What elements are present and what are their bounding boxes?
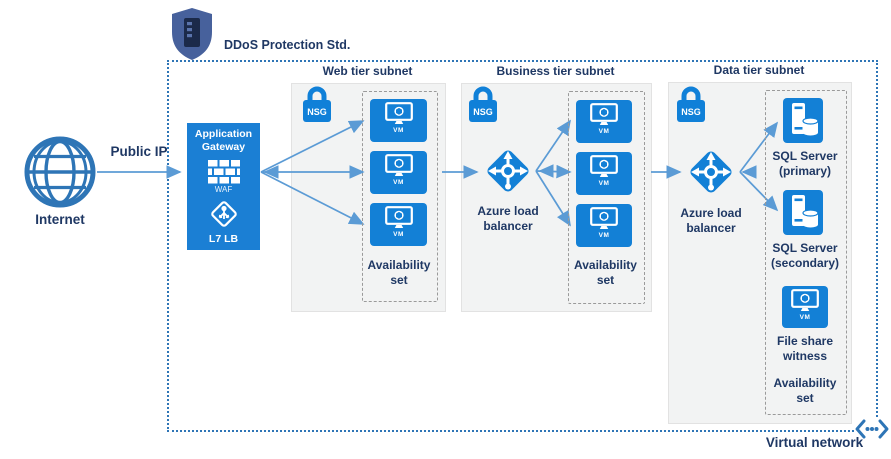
nsg-label-web: NSG (307, 107, 327, 117)
web-availability-set-label: Availability set (367, 258, 431, 287)
web-vm-3: VM (370, 203, 427, 246)
ddos-shield-icon (172, 8, 212, 60)
vnet-peering-icon (854, 417, 890, 441)
nsg-label-data: NSG (681, 107, 701, 117)
file-share-witness-vm-icon: VM (782, 286, 828, 328)
nsg-lock-icon-business: NSG (469, 86, 497, 122)
app-gateway-name-line1: Application (194, 128, 253, 140)
web-vm-2: VM (370, 151, 427, 194)
business-load-balancer-icon (487, 150, 529, 192)
vm-monitor-icon (590, 207, 618, 229)
vm-label: VM (598, 180, 610, 187)
web-vm-1: VM (370, 99, 427, 142)
file-share-witness-label: File share witness (776, 334, 834, 363)
nsg-label-business: NSG (473, 107, 493, 117)
application-gateway-box: Application Gateway WAF L7 LB (187, 123, 260, 250)
app-gateway-name-line2: Gateway (201, 141, 246, 153)
data-availability-set-label: Availability set (773, 376, 837, 405)
business-availability-set-box (568, 91, 645, 304)
sql-server-secondary-icon (783, 190, 823, 235)
internet-label: Internet (35, 212, 85, 227)
ddos-protection-label: DDoS Protection Std. (224, 38, 351, 52)
sql-server-secondary-label: SQL Server (secondary) (770, 241, 840, 270)
internet-globe-icon (24, 136, 96, 208)
arrow-businesslb-to-vm1 (535, 119, 571, 172)
business-load-balancer-label: Azure load balancer (477, 204, 539, 233)
arrow-businesslb-to-vm3 (535, 170, 571, 227)
business-tier-subnet-label: Business tier subnet (496, 64, 615, 78)
business-availability-set-label: Availability set (574, 258, 637, 287)
vm-monitor-icon (791, 289, 819, 311)
virtual-network-label: Virtual network (765, 435, 864, 450)
vm-monitor-icon (590, 155, 618, 177)
vm-label: VM (393, 179, 404, 186)
web-tier-subnet-label: Web tier subnet (322, 64, 413, 78)
sql-server-glyph (792, 195, 819, 228)
arrow-datalb-to-sqlprimary (739, 121, 779, 173)
business-vm-3: VM (576, 204, 632, 247)
data-availability-set-box (765, 90, 847, 415)
public-ip-label: Public IP (110, 144, 168, 159)
vm-label: VM (799, 314, 811, 321)
data-tier-subnet-label: Data tier subnet (713, 63, 805, 77)
business-vm-2: VM (576, 152, 632, 195)
vm-label: VM (393, 231, 404, 238)
data-load-balancer-label: Azure load balancer (680, 206, 742, 235)
arrow-gateway-to-webvm1 (260, 120, 365, 173)
data-load-balancer-icon (690, 151, 732, 193)
vm-monitor-icon (384, 206, 413, 228)
vm-label: VM (598, 232, 610, 239)
sql-server-primary-label: SQL Server (primary) (772, 149, 838, 178)
vm-monitor-icon (384, 154, 413, 176)
nsg-lock-icon-data: NSG (677, 86, 705, 122)
vm-label: VM (393, 127, 404, 134)
vm-monitor-icon (590, 103, 618, 125)
sql-server-glyph (792, 103, 819, 136)
l7-load-balancer-icon (210, 201, 237, 227)
nsg-lock-icon-web: NSG (303, 86, 331, 122)
arrow-gateway-to-webvm3 (260, 171, 365, 225)
web-availability-set-box (362, 91, 438, 302)
waf-brick-wall-icon (207, 160, 240, 184)
vm-label: VM (598, 128, 610, 135)
waf-label: WAF (214, 185, 233, 194)
vm-monitor-icon (384, 102, 413, 124)
business-vm-1: VM (576, 100, 632, 143)
l7-lb-label: L7 LB (208, 233, 239, 245)
sql-server-primary-icon (783, 98, 823, 143)
virtual-network-boundary (167, 60, 878, 432)
